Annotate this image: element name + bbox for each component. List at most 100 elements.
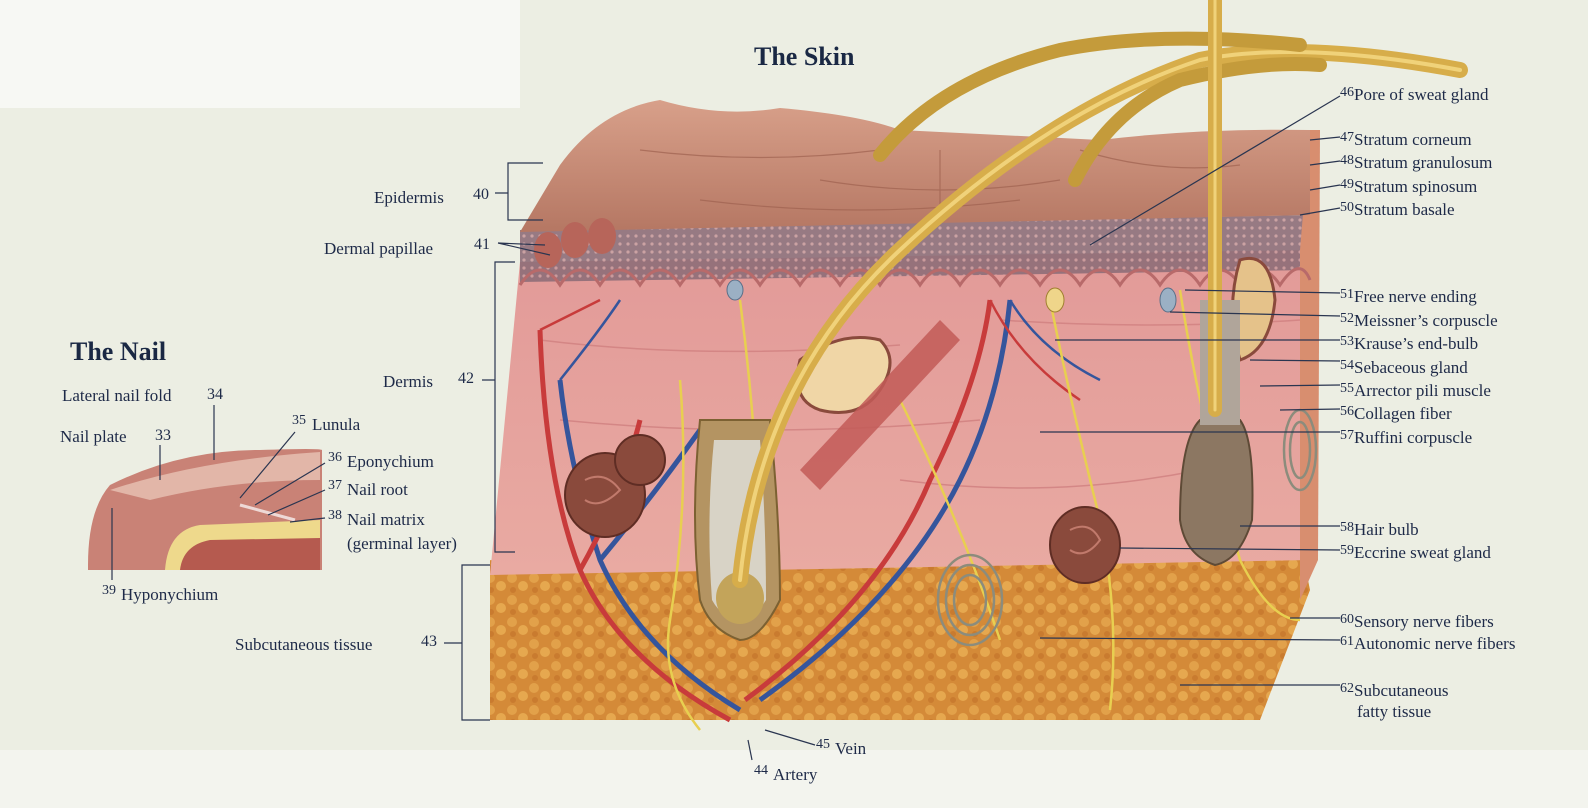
right-label-51: 51Free nerve ending — [1340, 285, 1477, 307]
dermal-papillae-label: Dermal papillae — [324, 239, 434, 258]
leader-dermal-papillae — [497, 242, 551, 256]
label-number: 60 — [1340, 612, 1354, 627]
epidermis-label: Epidermis — [374, 188, 444, 207]
label-text: Sebaceous gland — [1354, 358, 1468, 377]
right-label-57: 57Ruffini corpuscle — [1340, 426, 1472, 448]
right-label-56: 56Collagen fiber — [1340, 402, 1452, 424]
top-paper-strip — [0, 0, 520, 108]
label-number: 57 — [1340, 428, 1354, 443]
nail-title: The Nail — [70, 337, 167, 366]
right-label-59: 59Eccrine sweat gland — [1340, 541, 1491, 563]
label-text: Autonomic nerve fibers — [1354, 634, 1516, 653]
arrector-pili-muscle — [800, 320, 960, 490]
label-text: Stratum granulosum — [1354, 153, 1493, 172]
subcutaneous-layer — [490, 540, 1310, 720]
label-number: 58 — [1340, 520, 1354, 535]
hyponychium-label: Hyponychium — [121, 585, 219, 604]
vein-label: Vein — [835, 739, 867, 758]
label-number-45: 45 — [816, 737, 830, 752]
label-number: 50 — [1340, 200, 1354, 215]
label-number: 61 — [1340, 634, 1354, 649]
label-number: 54 — [1340, 358, 1354, 373]
label-number: 52 — [1340, 311, 1354, 326]
right-label-47: 47Stratum corneum — [1340, 128, 1472, 150]
lunula-label: Lunula — [312, 415, 361, 434]
subcutaneous-tissue-label: Subcutaneous tissue — [235, 635, 373, 654]
label-text: Sensory nerve fibers — [1354, 612, 1494, 631]
label-text: Subcutaneous — [1354, 681, 1449, 700]
label-text: Stratum basale — [1354, 200, 1455, 219]
right-label-60: 60Sensory nerve fibers — [1340, 610, 1494, 632]
label-text: Pore of sweat gland — [1354, 85, 1489, 104]
right-label-58: 58Hair bulb — [1340, 518, 1419, 540]
right-label-50: 50Stratum basale — [1340, 198, 1455, 220]
dermal-papillae-ridge — [518, 267, 1312, 288]
right-label-61: 61Autonomic nerve fibers — [1340, 632, 1515, 654]
right-label-55: 55Arrector pili muscle — [1340, 379, 1491, 401]
fatty-tissue-label: fatty tissue — [1357, 702, 1432, 721]
right-label-46: 46Pore of sweat gland — [1340, 83, 1489, 105]
right-label-52: 52Meissner’s corpuscle — [1340, 309, 1498, 331]
label-text: Free nerve ending — [1354, 287, 1477, 306]
nail-root-label: Nail root — [347, 480, 408, 499]
eponychium-label: Eponychium — [347, 452, 434, 471]
label-number: 46 — [1340, 85, 1354, 100]
label-number: 49 — [1340, 177, 1354, 192]
bracket-subcutaneous — [444, 564, 490, 721]
label-number-35: 35 — [292, 413, 306, 428]
artery-label: Artery — [773, 765, 818, 784]
label-text: Meissner’s corpuscle — [1354, 311, 1498, 330]
label-number: 62 — [1340, 681, 1354, 696]
right-label-62: 62Subcutaneous — [1340, 679, 1448, 701]
label-number-44: 44 — [754, 763, 768, 778]
bottom-paper-strip — [0, 750, 1588, 808]
label-number-37: 37 — [328, 478, 342, 493]
right-label-48: 48Stratum granulosum — [1340, 151, 1492, 173]
label-text: Arrector pili muscle — [1354, 381, 1491, 400]
right-label-49: 49Stratum spinosum — [1340, 175, 1477, 197]
label-number-41: 41 — [474, 236, 490, 253]
label-text: Hair bulb — [1354, 520, 1419, 539]
label-text: Collagen fiber — [1354, 404, 1452, 423]
dermis-label: Dermis — [383, 372, 434, 391]
label-number-38: 38 — [328, 508, 342, 523]
hair-shafts — [732, 0, 1468, 588]
lateral-nail-fold-label: Lateral nail fold — [62, 386, 172, 405]
label-number: 55 — [1340, 381, 1354, 396]
leader-lines — [111, 95, 1341, 761]
label-number: 47 — [1340, 130, 1354, 145]
right-side-face — [1300, 130, 1320, 600]
bracket-epidermis — [495, 162, 543, 221]
nail-illustration — [88, 449, 322, 570]
label-text: Krause’s end-bulb — [1354, 334, 1479, 353]
bracket-dermis — [482, 261, 515, 553]
eccrine-sweat-glands — [564, 434, 1121, 584]
hair-shaft-3 — [1068, 57, 1327, 187]
small-corpuscles — [726, 279, 1177, 313]
label-number-43: 43 — [421, 633, 437, 650]
label-number-42: 42 — [458, 370, 474, 387]
label-number: 56 — [1340, 404, 1354, 419]
label-number-33: 33 — [155, 427, 171, 444]
label-text: Eccrine sweat gland — [1354, 543, 1491, 562]
nail-matrix-label: Nail matrix — [347, 510, 425, 529]
label-number-39: 39 — [102, 583, 116, 598]
label-number: 48 — [1340, 153, 1354, 168]
label-number-36: 36 — [328, 450, 342, 465]
germinal-layer-label: (germinal layer) — [347, 534, 457, 553]
right-label-54: 54Sebaceous gland — [1340, 356, 1468, 378]
label-number: 59 — [1340, 543, 1354, 558]
label-text: Stratum spinosum — [1354, 177, 1478, 196]
nail-plate-label: Nail plate — [60, 427, 127, 446]
skin-title: The Skin — [754, 42, 855, 71]
label-text: Ruffini corpuscle — [1354, 428, 1473, 447]
right-label-53: 53Krause’s end-bulb — [1340, 332, 1478, 354]
vein-vessel — [557, 299, 1013, 713]
epidermis-surface — [520, 100, 1310, 232]
label-number-34: 34 — [207, 386, 223, 403]
label-text: Stratum corneum — [1354, 130, 1472, 149]
label-number: 53 — [1340, 334, 1354, 349]
label-number: 51 — [1340, 287, 1354, 302]
